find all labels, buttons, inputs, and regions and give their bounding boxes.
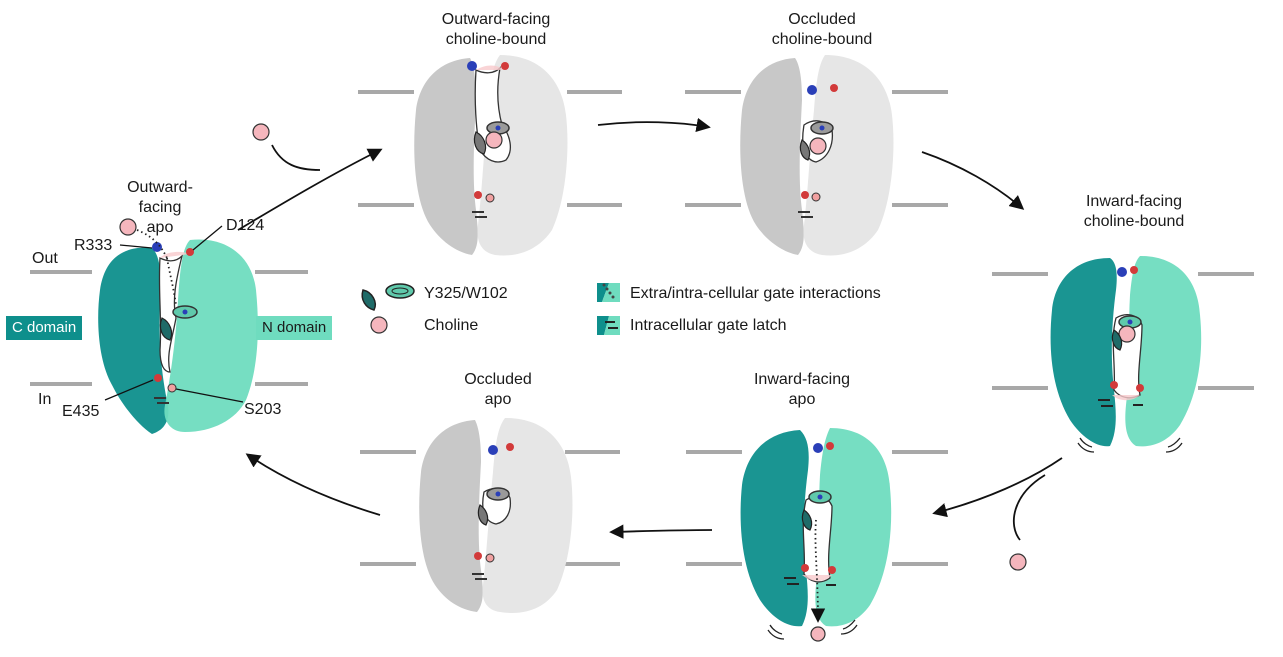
gate-interaction-icon [597,283,620,302]
protein-inward-apo [740,428,892,640]
label-inward-apo: Inward-facing apo [753,371,851,408]
arrow-to-outward-bound [237,148,383,231]
label-d124: D124 [226,217,265,234]
legend-choline: Choline [424,317,479,334]
arrow-to-outward-apo [245,453,381,516]
gate-latch-icon [597,316,620,335]
legend-gate-latch: Intracellular gate latch [630,317,787,334]
label-outward-apo: Outward-facing apo [127,179,193,236]
label-inward-bound: Inward-facing choline-bound [1083,193,1185,230]
protein-occluded-bound [740,55,894,256]
label-c-domain: C domain [6,316,83,340]
choline-release-curve [1012,474,1046,541]
choline-icon [370,316,388,334]
label-s203: S203 [244,401,282,418]
legend-gate-pair: Y325/W102 [424,285,508,302]
choline-entry-curve [271,144,321,171]
label-out: Out [32,250,58,267]
arrow-to-occluded-bound [597,117,711,133]
label-r333: R333 [74,237,113,254]
label-in: In [38,391,52,408]
free-choline-right [1009,553,1027,571]
released-choline [810,626,826,642]
free-choline-top [252,123,270,141]
protein-outward-apo [98,239,258,434]
protein-outward-bound [414,55,568,256]
arrow-to-inward-apo [932,457,1063,518]
label-occluded-bound: Occluded choline-bound [771,11,873,48]
gate-pair-icon [361,283,415,311]
label-occluded-apo: Occluded apo [464,371,532,408]
protein-occluded-apo [419,418,573,614]
arrow-to-occluded-apo [609,524,713,539]
free-choline-left [119,218,137,236]
membrane-lines [30,90,1254,566]
label-outward-bound: Outward-facing choline-bound [441,11,551,48]
label-n-domain: N domain [256,316,333,340]
legend-icons [361,283,620,335]
legend-gate-interactions: Extra/intra-cellular gate interactions [630,285,881,302]
arrow-to-inward-bound [921,151,1025,210]
cycle-arrows [237,117,1063,541]
residue-leader-lines [104,225,244,403]
label-e435: E435 [62,403,100,420]
protein-inward-bound [1050,256,1202,453]
